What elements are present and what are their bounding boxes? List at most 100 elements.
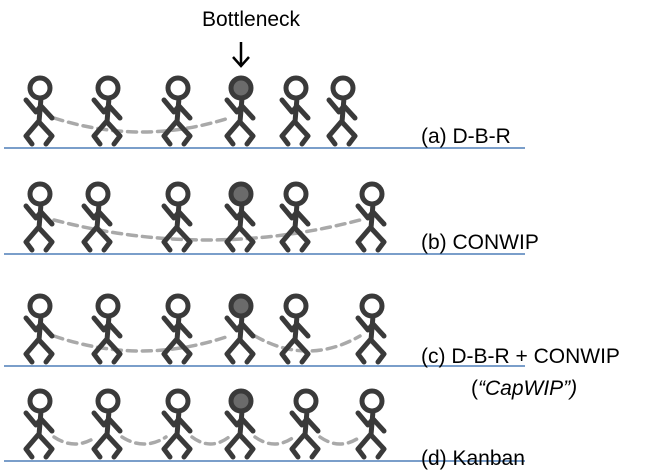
head	[27, 181, 53, 207]
arms	[355, 410, 387, 434]
arms	[161, 410, 193, 434]
head	[95, 75, 121, 101]
worker-figure	[91, 293, 123, 365]
worker-figure	[289, 388, 321, 460]
rope	[318, 435, 362, 446]
legs	[23, 432, 55, 460]
worker-figure	[91, 75, 123, 147]
worker-figure	[81, 181, 113, 253]
rope	[120, 435, 168, 446]
worker-figure	[355, 181, 387, 253]
worker-figure	[161, 181, 193, 253]
legs	[161, 432, 193, 460]
row-conwip	[4, 181, 525, 255]
head	[27, 75, 53, 101]
head	[359, 388, 385, 414]
worker-figure	[355, 293, 387, 365]
legs	[279, 225, 311, 253]
arms	[161, 315, 193, 339]
legs	[279, 119, 311, 147]
head	[283, 181, 309, 207]
arms	[91, 97, 123, 121]
arms	[91, 410, 123, 434]
worker-figure	[161, 293, 193, 365]
legs	[91, 119, 123, 147]
worker-figure	[91, 388, 123, 460]
arms	[279, 203, 311, 227]
arms	[289, 410, 321, 434]
row-sublabel-capwip: (“CapWIP”)	[471, 377, 577, 400]
legs	[91, 432, 123, 460]
arms	[224, 410, 256, 434]
rope	[52, 334, 231, 353]
head	[228, 388, 254, 414]
legs	[161, 337, 193, 365]
legs	[91, 337, 123, 365]
head	[293, 388, 319, 414]
legs	[355, 432, 387, 460]
arms	[279, 315, 311, 339]
arms	[23, 410, 55, 434]
arms	[23, 97, 55, 121]
arms	[224, 315, 256, 339]
worker-figure	[279, 181, 311, 253]
head	[228, 181, 254, 207]
worker-figure	[326, 75, 358, 147]
arms	[224, 203, 256, 227]
arms	[91, 315, 123, 339]
bottleneck-worker	[224, 293, 256, 365]
head	[165, 293, 191, 319]
head	[27, 388, 53, 414]
bottleneck-worker	[224, 75, 256, 147]
legs	[289, 432, 321, 460]
head	[165, 181, 191, 207]
row-label-dbr: (a) D-B-R	[421, 125, 511, 148]
row-label-kanban: (d) Kanban	[421, 447, 525, 470]
head	[95, 293, 121, 319]
capwip-italic-name: “CapWIP”)	[478, 377, 577, 400]
bottleneck-worker	[224, 181, 256, 253]
head	[330, 75, 356, 101]
arms	[326, 97, 358, 121]
head	[228, 75, 254, 101]
arms	[81, 203, 113, 227]
legs	[161, 119, 193, 147]
bottleneck-worker	[224, 388, 256, 460]
legs	[224, 337, 256, 365]
head	[228, 293, 254, 319]
worker-figure	[23, 181, 55, 253]
legs	[224, 225, 256, 253]
arms	[279, 97, 311, 121]
head	[165, 388, 191, 414]
legs	[161, 225, 193, 253]
arms	[161, 97, 193, 121]
legs	[81, 225, 113, 253]
bottleneck-label: Bottleneck	[202, 8, 301, 31]
rope	[190, 435, 231, 446]
rows-layer	[4, 75, 525, 462]
head	[283, 293, 309, 319]
arms	[355, 203, 387, 227]
worker-figure	[279, 75, 311, 147]
worker-figure	[355, 388, 387, 460]
row-label-capwip: (c) D-B-R + CONWIP	[421, 345, 620, 368]
arms	[161, 203, 193, 227]
head	[165, 75, 191, 101]
head	[27, 293, 53, 319]
legs	[326, 119, 358, 147]
worker-figure	[23, 388, 55, 460]
worker-figure	[161, 388, 193, 460]
arms	[23, 203, 55, 227]
legs	[224, 432, 256, 460]
head	[283, 75, 309, 101]
row-dbr	[4, 75, 525, 149]
rope	[253, 435, 296, 446]
head	[359, 181, 385, 207]
rope	[52, 116, 231, 134]
legs	[23, 225, 55, 253]
head	[85, 181, 111, 207]
worker-figure	[161, 75, 193, 147]
rope	[52, 435, 98, 446]
arms	[355, 315, 387, 339]
